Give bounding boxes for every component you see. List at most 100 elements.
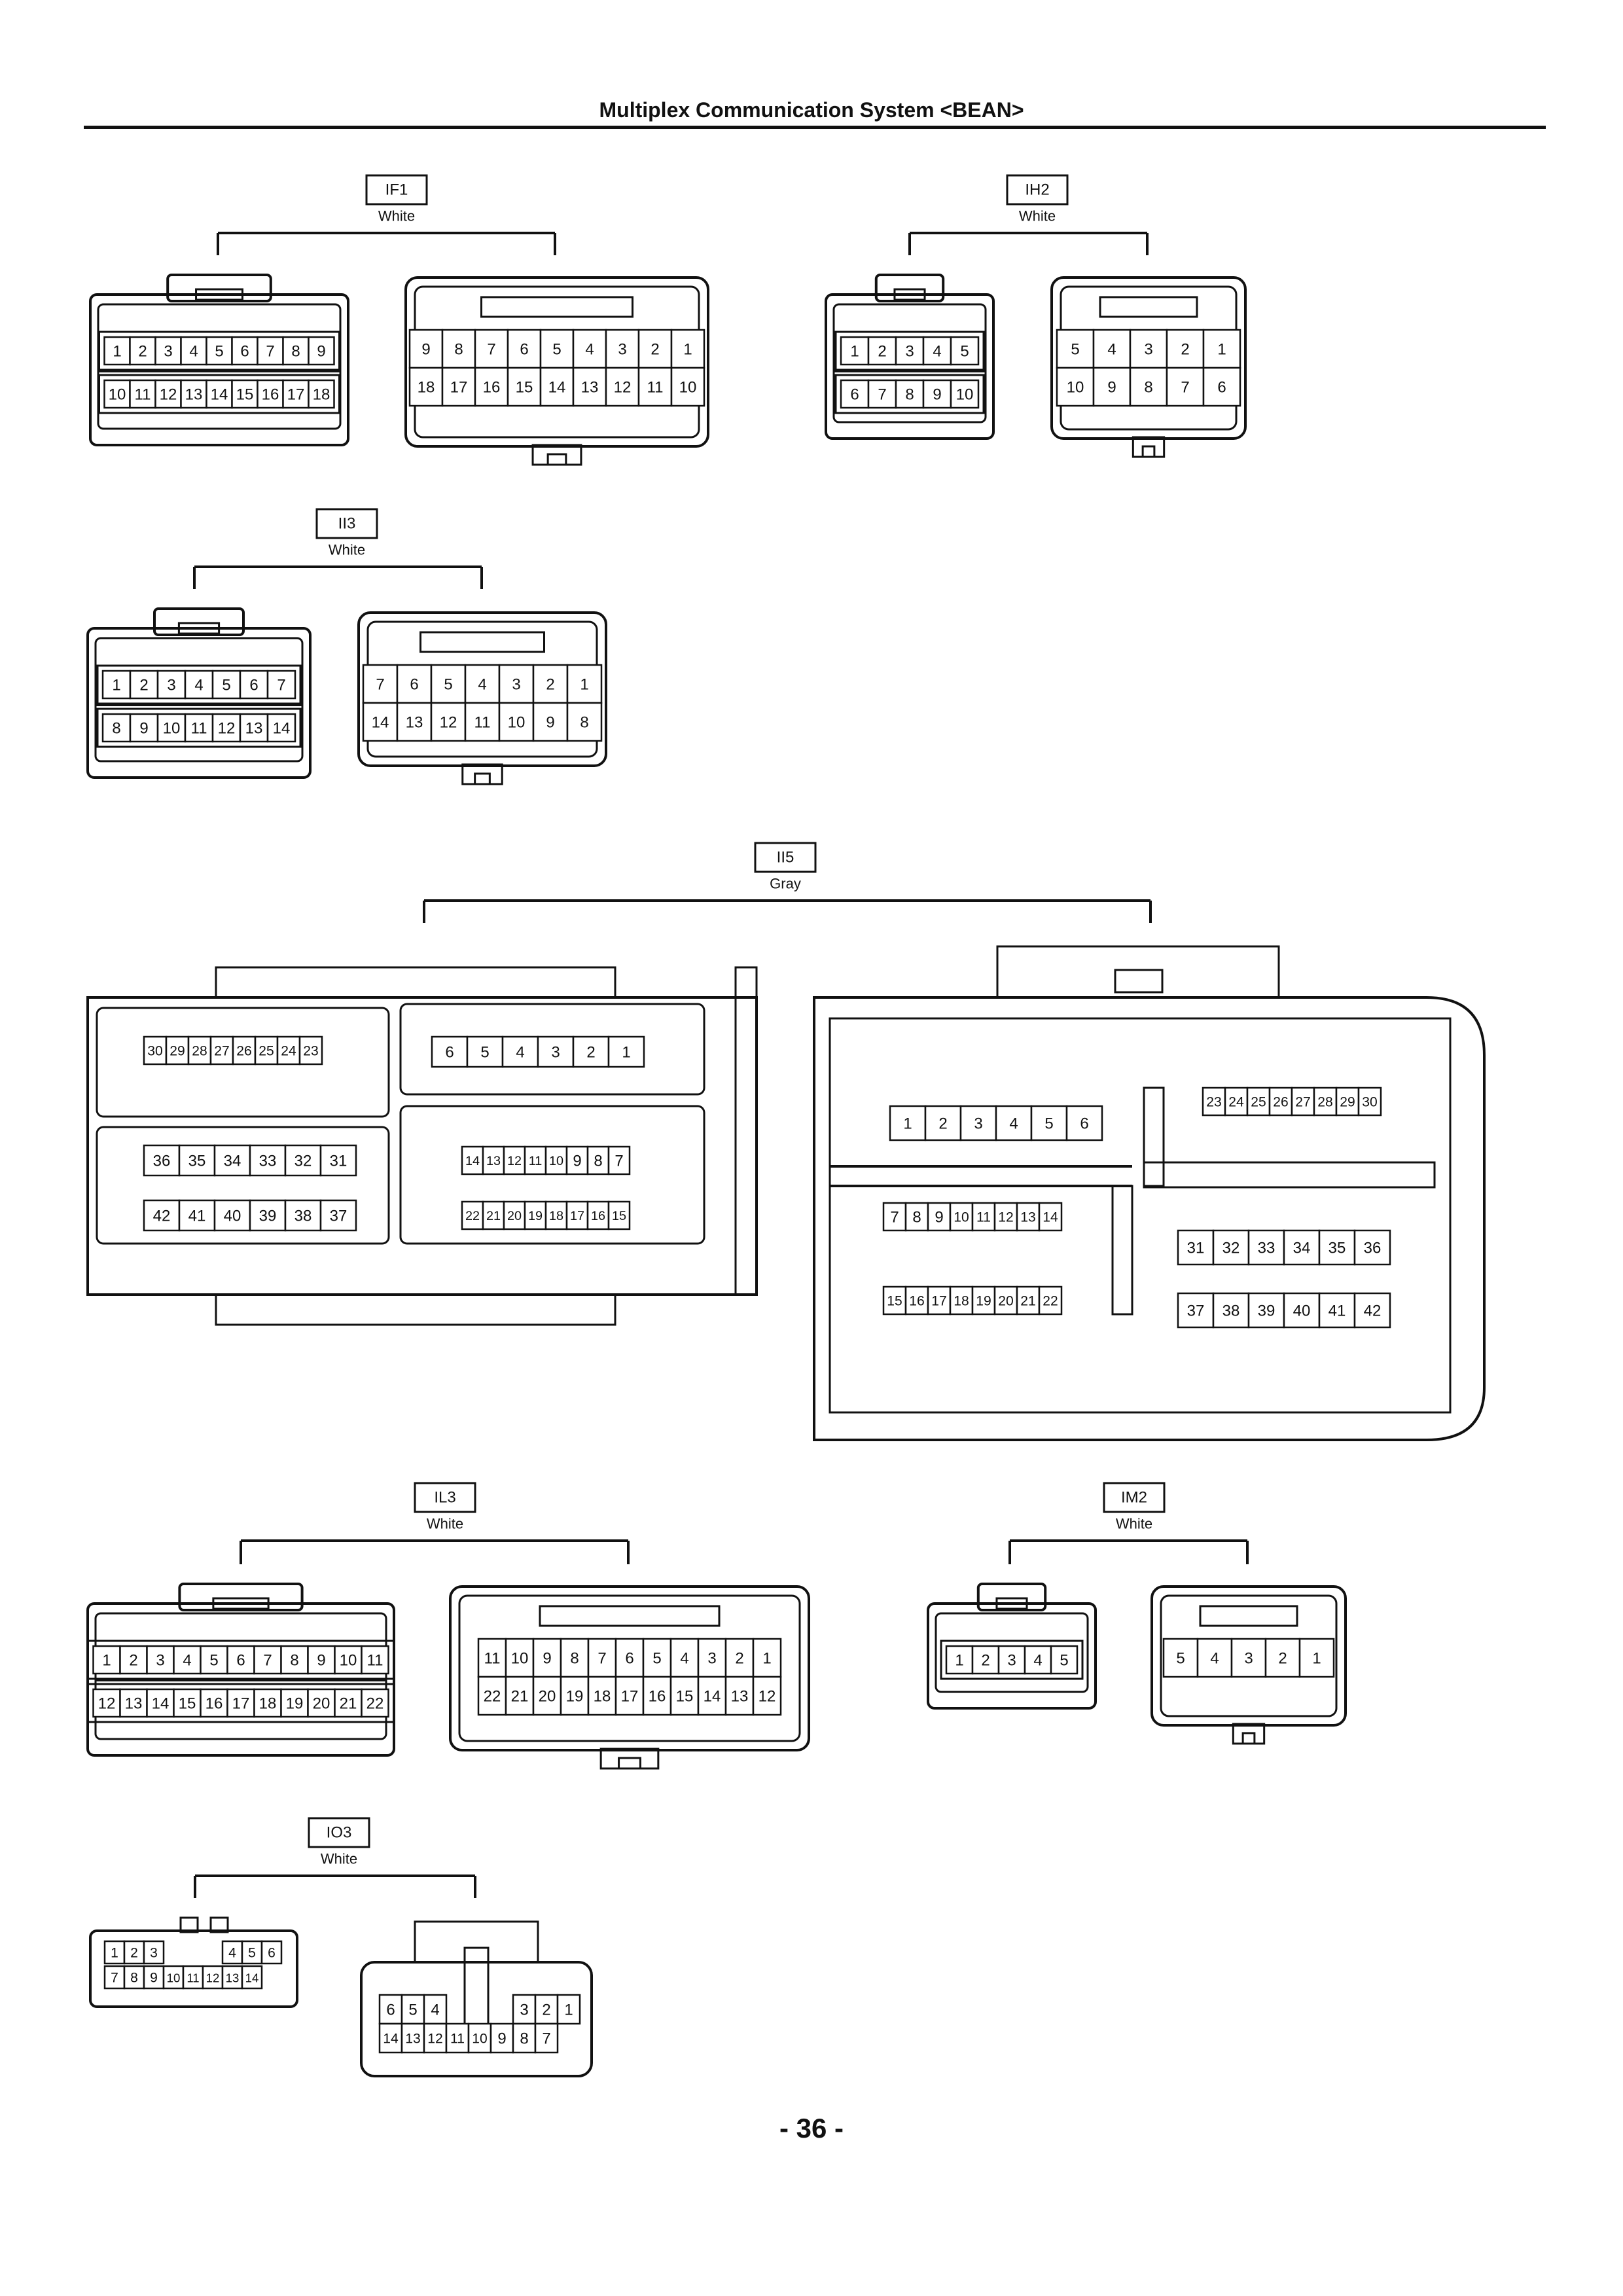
pin-cell-box bbox=[213, 1144, 251, 1177]
pin-cell: 8 bbox=[282, 336, 310, 366]
pin-number: 40 bbox=[224, 1208, 241, 1225]
pin-number: 5 bbox=[1060, 1652, 1068, 1670]
pin-cell: 6 bbox=[231, 336, 259, 366]
pin-cell-box bbox=[464, 702, 501, 742]
pin-cell-box bbox=[254, 1035, 279, 1066]
pin-cell: 6 bbox=[396, 664, 433, 704]
pin-cell: 16 bbox=[257, 379, 284, 409]
pin-number: 5 bbox=[552, 341, 561, 359]
pin-cell: 17 bbox=[226, 1688, 255, 1718]
pin-cell: 8 bbox=[895, 379, 925, 409]
pin-cell: 20 bbox=[993, 1285, 1018, 1316]
pin-cell: 25 bbox=[1246, 1086, 1271, 1117]
pin-number: 13 bbox=[125, 1695, 143, 1713]
pin-number: 9 bbox=[317, 343, 325, 361]
pin-cell: 6 bbox=[1202, 367, 1241, 407]
pin-cell-box bbox=[1092, 367, 1132, 407]
key-slot bbox=[1099, 296, 1198, 318]
pin-number: 21 bbox=[511, 1688, 529, 1706]
pin-number: 13 bbox=[405, 2032, 420, 2047]
pin-cell-box bbox=[840, 379, 870, 409]
pin-cell-box bbox=[378, 2022, 403, 2054]
pin-cell: 4 bbox=[173, 1645, 202, 1675]
pin-cell: 9 bbox=[129, 713, 159, 743]
pin-cell-box bbox=[724, 1676, 755, 1716]
pin-number: 18 bbox=[549, 1209, 563, 1223]
pin-cell-box bbox=[1056, 367, 1095, 407]
pin-cell: 5 bbox=[211, 670, 241, 700]
title-rule bbox=[84, 126, 1546, 129]
pin-cell-box bbox=[319, 1199, 357, 1232]
pin-cell: 28 bbox=[187, 1035, 212, 1066]
pin-cell-box bbox=[1202, 329, 1241, 369]
pin-number: 4 bbox=[516, 1044, 524, 1062]
pin-cell: 7 bbox=[882, 1202, 907, 1232]
pin-cell: 8 bbox=[560, 1638, 590, 1678]
pin-number: 5 bbox=[215, 343, 223, 361]
pin-cell: 37 bbox=[1177, 1292, 1215, 1329]
pin-number: 38 bbox=[1222, 1302, 1240, 1320]
pin-number: 4 bbox=[680, 1650, 688, 1668]
pin-cell: 10 bbox=[949, 1202, 974, 1232]
housing-outline bbox=[357, 611, 607, 767]
pin-cell: 7 bbox=[266, 670, 296, 700]
pin-number: 15 bbox=[612, 1209, 626, 1223]
pin-cell: 6 bbox=[431, 1035, 469, 1068]
pin-cell-box bbox=[1038, 1202, 1063, 1232]
pin-number: 5 bbox=[209, 1652, 218, 1670]
pin-number: 5 bbox=[960, 343, 969, 361]
pin-cell: 8 bbox=[904, 1202, 929, 1232]
pin-cell: 14 bbox=[1038, 1202, 1063, 1232]
pin-cell-box bbox=[119, 1688, 148, 1718]
pin-cell-box bbox=[253, 1645, 282, 1675]
pin-number: 32 bbox=[294, 1153, 312, 1170]
pin-number: 39 bbox=[1258, 1302, 1275, 1320]
pin-cell-box bbox=[922, 379, 952, 409]
pin-number: 10 bbox=[1067, 379, 1084, 397]
pin-cell: 7 bbox=[257, 336, 284, 366]
pin-number: 18 bbox=[418, 379, 435, 397]
pin-number: 16 bbox=[483, 379, 501, 397]
pin-number: 10 bbox=[340, 1652, 357, 1670]
pin-cell: 39 bbox=[249, 1199, 287, 1232]
pin-cell-box bbox=[607, 1200, 631, 1230]
pin-cell: 26 bbox=[232, 1035, 257, 1066]
pin-cell-box bbox=[334, 1645, 363, 1675]
latch-tab bbox=[474, 772, 491, 785]
pin-cell: 18 bbox=[408, 367, 444, 407]
pin-number: 29 bbox=[169, 1044, 185, 1059]
pin-cell: 7 bbox=[1166, 367, 1205, 407]
pin-number: 17 bbox=[232, 1695, 250, 1713]
pin-cell-box bbox=[231, 336, 259, 366]
pin-number: 12 bbox=[614, 379, 632, 397]
pin-cell: 30 bbox=[1357, 1086, 1382, 1117]
pin-number: 9 bbox=[933, 386, 941, 404]
pin-number: 7 bbox=[277, 677, 285, 694]
pin-number: 6 bbox=[520, 341, 528, 359]
pin-cell: 9 bbox=[307, 1645, 336, 1675]
pin-cell: 7 bbox=[587, 1638, 617, 1678]
pin-cell-box bbox=[178, 1144, 216, 1177]
pin-number: 9 bbox=[543, 1650, 551, 1668]
pin-cell: 4 bbox=[669, 1638, 700, 1678]
pin-cell: 16 bbox=[642, 1676, 672, 1716]
pin-number: 14 bbox=[548, 379, 566, 397]
pin-number: 22 bbox=[465, 1209, 480, 1223]
pin-cell: 41 bbox=[178, 1199, 216, 1232]
pin-number: 12 bbox=[507, 1154, 522, 1168]
pin-cell: 13 bbox=[180, 379, 207, 409]
pin-number: 31 bbox=[330, 1153, 348, 1170]
pin-cell: 20 bbox=[503, 1200, 526, 1230]
pin-cell: 5 bbox=[466, 1035, 504, 1068]
pin-cell-box bbox=[319, 1144, 357, 1177]
pin-cell-box bbox=[92, 1645, 121, 1675]
pin-cell-box bbox=[637, 367, 673, 407]
